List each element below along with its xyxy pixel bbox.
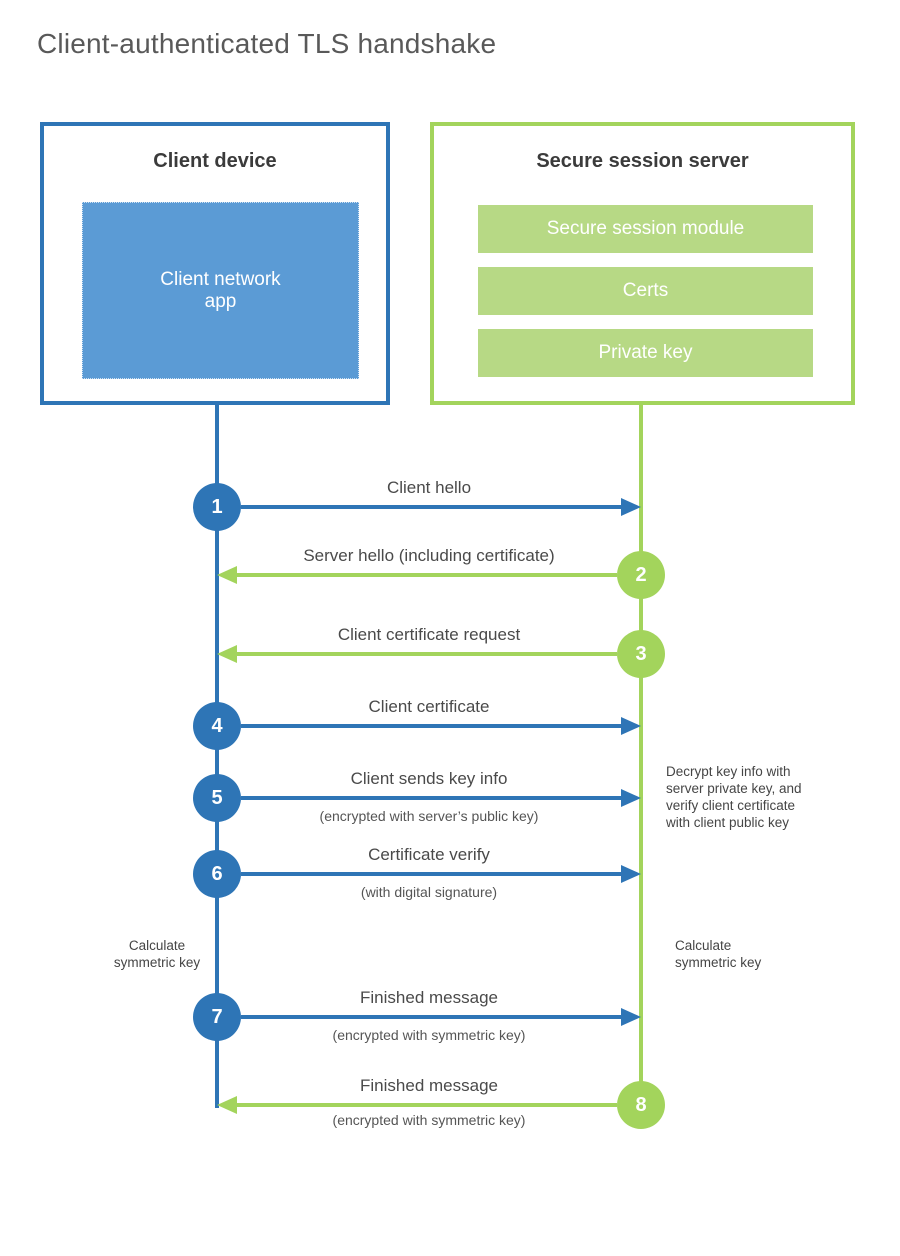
step-8-arrow-line	[237, 1103, 617, 1107]
step-2-label: Server hello (including certificate)	[303, 546, 555, 565]
server-module-private-key: Private key	[478, 329, 813, 377]
step-4-label: Client certificate	[368, 697, 490, 716]
step-4-arrow-line	[241, 724, 621, 728]
step-5-badge: 5	[193, 774, 241, 822]
client-device-box: Client device Client network app	[40, 122, 390, 405]
step-8-sublabel: (encrypted with symmetric key)	[332, 1112, 526, 1128]
step-7-arrowhead-right-icon	[621, 1008, 641, 1026]
step-3-label: Client certificate request	[337, 625, 521, 644]
step-3-arrow-line	[237, 652, 617, 656]
calculate-symmetric-key-right-note: Calculate symmetric key	[675, 938, 762, 970]
step-2-arrowhead-left-icon	[217, 566, 237, 584]
secure-session-server-box: Secure session server Secure session mod…	[430, 122, 855, 405]
step-4-badge: 4	[193, 702, 241, 750]
client-network-app-module: Client network app	[82, 202, 359, 379]
calculate-symmetric-key-left-note: Calculate symmetric key	[113, 938, 201, 970]
step-8-badge: 8	[617, 1081, 665, 1129]
secure-session-server-title: Secure session server	[536, 150, 749, 172]
step-5-arrow-line	[241, 796, 621, 800]
step-6-arrow-line	[241, 872, 621, 876]
step-7-arrow-line	[241, 1015, 621, 1019]
step-5-arrowhead-right-icon	[621, 789, 641, 807]
step-1-label: Client hello	[386, 478, 472, 497]
step-1-arrowhead-right-icon	[621, 498, 641, 516]
step-1-badge: 1	[193, 483, 241, 531]
server-lifeline	[639, 405, 643, 1106]
step-2-badge: 2	[617, 551, 665, 599]
step-6-sublabel: (with digital signature)	[360, 884, 498, 900]
step-8-arrowhead-left-icon	[217, 1096, 237, 1114]
step-7-sublabel: (encrypted with symmetric key)	[332, 1027, 526, 1043]
server-module-secure-session: Secure session module	[478, 205, 813, 253]
step-7-badge: 7	[193, 993, 241, 1041]
step-6-arrowhead-right-icon	[621, 865, 641, 883]
server-module-certs: Certs	[478, 267, 813, 315]
step-7-label: Finished message	[360, 988, 498, 1007]
step-5-label: Client sends key info	[350, 769, 508, 788]
client-device-title: Client device	[153, 150, 277, 172]
step-5-sublabel: (encrypted with server’s public key)	[319, 808, 539, 824]
step-8-label: Finished message	[360, 1076, 498, 1095]
step-4-arrowhead-right-icon	[621, 717, 641, 735]
page-title: Client-authenticated TLS handshake	[37, 28, 497, 59]
step-3-arrowhead-left-icon	[217, 645, 237, 663]
step-6-label: Certificate verify	[368, 845, 490, 864]
decrypt-key-note: Decrypt key info with server private key…	[666, 764, 802, 830]
step-1-arrow-line	[241, 505, 621, 509]
step-3-badge: 3	[617, 630, 665, 678]
client-lifeline	[215, 405, 219, 1108]
step-6-badge: 6	[193, 850, 241, 898]
step-2-arrow-line	[237, 573, 617, 577]
